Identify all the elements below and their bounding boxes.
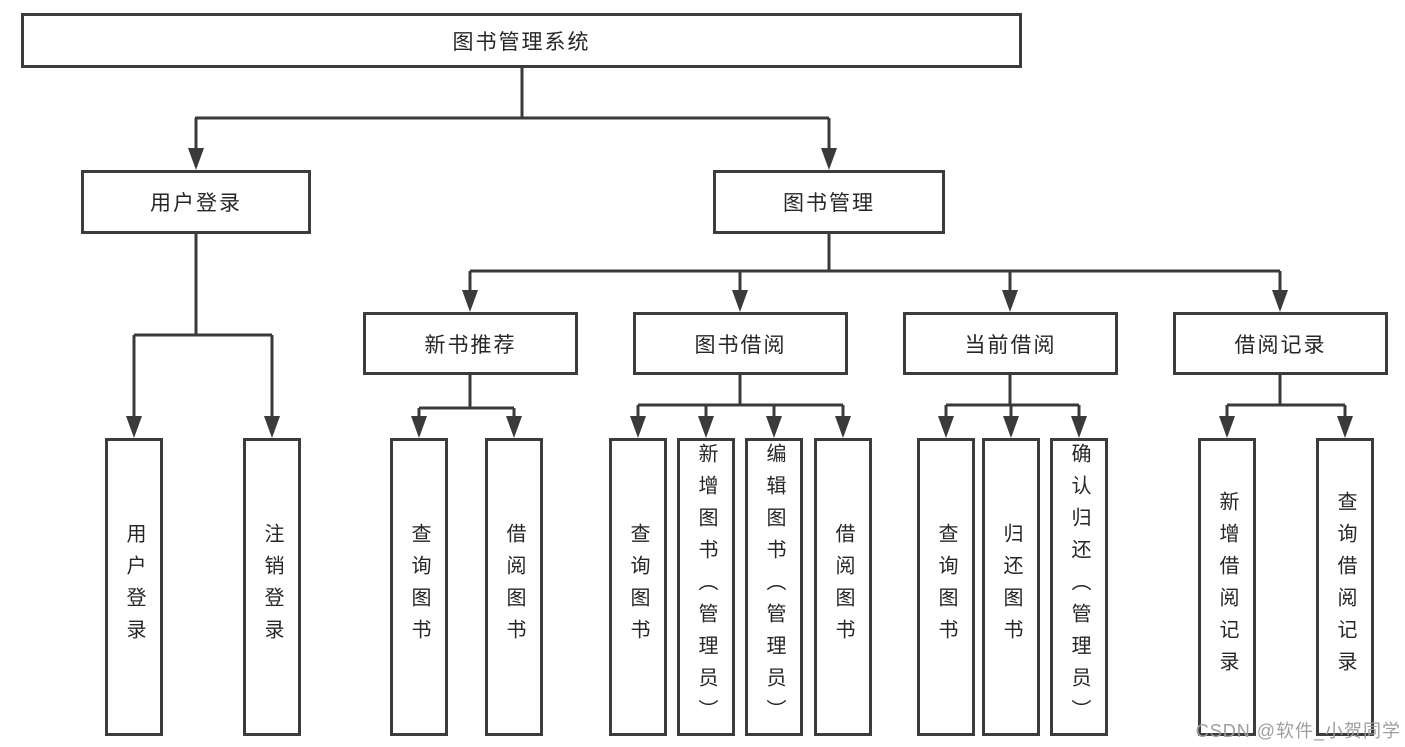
node-label: 当前借阅: [964, 333, 1057, 357]
leaf-query-borrow-record: 查询借阅记录: [1316, 438, 1374, 736]
node-label: 查询图书: [408, 523, 430, 651]
node-label: 图书借阅: [694, 333, 787, 357]
node-book-management-branch: 图书管理: [713, 170, 945, 234]
leaf-query-books-current: 查询图书: [917, 438, 975, 736]
leaf-borrow-books-recommend: 借阅图书: [485, 438, 543, 736]
node-label: 借阅记录: [1234, 333, 1327, 357]
node-label: 借阅图书: [503, 523, 525, 651]
leaf-query-books-borrow: 查询图书: [609, 438, 667, 736]
node-new-book-recommendation: 新书推荐: [363, 312, 578, 375]
leaf-query-books-recommend: 查询图书: [390, 438, 448, 736]
leaf-add-borrow-record: 新增借阅记录: [1198, 438, 1256, 736]
connector-paths: [132, 68, 1347, 418]
leaf-borrow-books: 借阅图书: [814, 438, 872, 736]
node-borrowing-records: 借阅记录: [1173, 312, 1388, 375]
node-label: 查询借阅记录: [1334, 491, 1356, 683]
node-root-library-management-system: 图书管理系统: [21, 13, 1022, 68]
leaf-confirm-return-admin: 确认归还（管理员）: [1050, 438, 1108, 736]
node-label: 新增图书（管理员）: [695, 443, 717, 731]
node-label: 查询图书: [627, 523, 649, 651]
leaf-add-books-admin: 新增图书（管理员）: [677, 438, 735, 736]
node-label: 归还图书: [1000, 523, 1022, 651]
node-label: 图书管理: [783, 192, 875, 215]
node-label: 新书推荐: [424, 333, 517, 357]
leaf-user-login: 用户登录: [105, 438, 163, 736]
node-label: 用户登录: [123, 523, 145, 651]
node-label: 查询图书: [935, 523, 957, 651]
connector-arrowheads: [126, 148, 1353, 438]
leaf-logout: 注销登录: [243, 438, 301, 736]
csdn-watermark: CSDN @软件_小贺同学: [1195, 721, 1401, 741]
node-label: 图书管理系统: [452, 30, 591, 54]
node-label: 用户登录: [150, 192, 242, 215]
node-label: 注销登录: [261, 523, 283, 651]
node-current-borrowing: 当前借阅: [903, 312, 1118, 375]
leaf-return-books: 归还图书: [982, 438, 1040, 736]
node-label: 借阅图书: [832, 523, 854, 651]
node-label: 确认归还（管理员）: [1068, 443, 1090, 731]
leaf-edit-books-admin: 编辑图书（管理员）: [745, 438, 803, 736]
node-user-login-branch: 用户登录: [81, 170, 311, 234]
node-book-borrowing: 图书借阅: [633, 312, 848, 375]
node-label: 编辑图书（管理员）: [763, 443, 785, 731]
node-label: 新增借阅记录: [1216, 491, 1238, 683]
